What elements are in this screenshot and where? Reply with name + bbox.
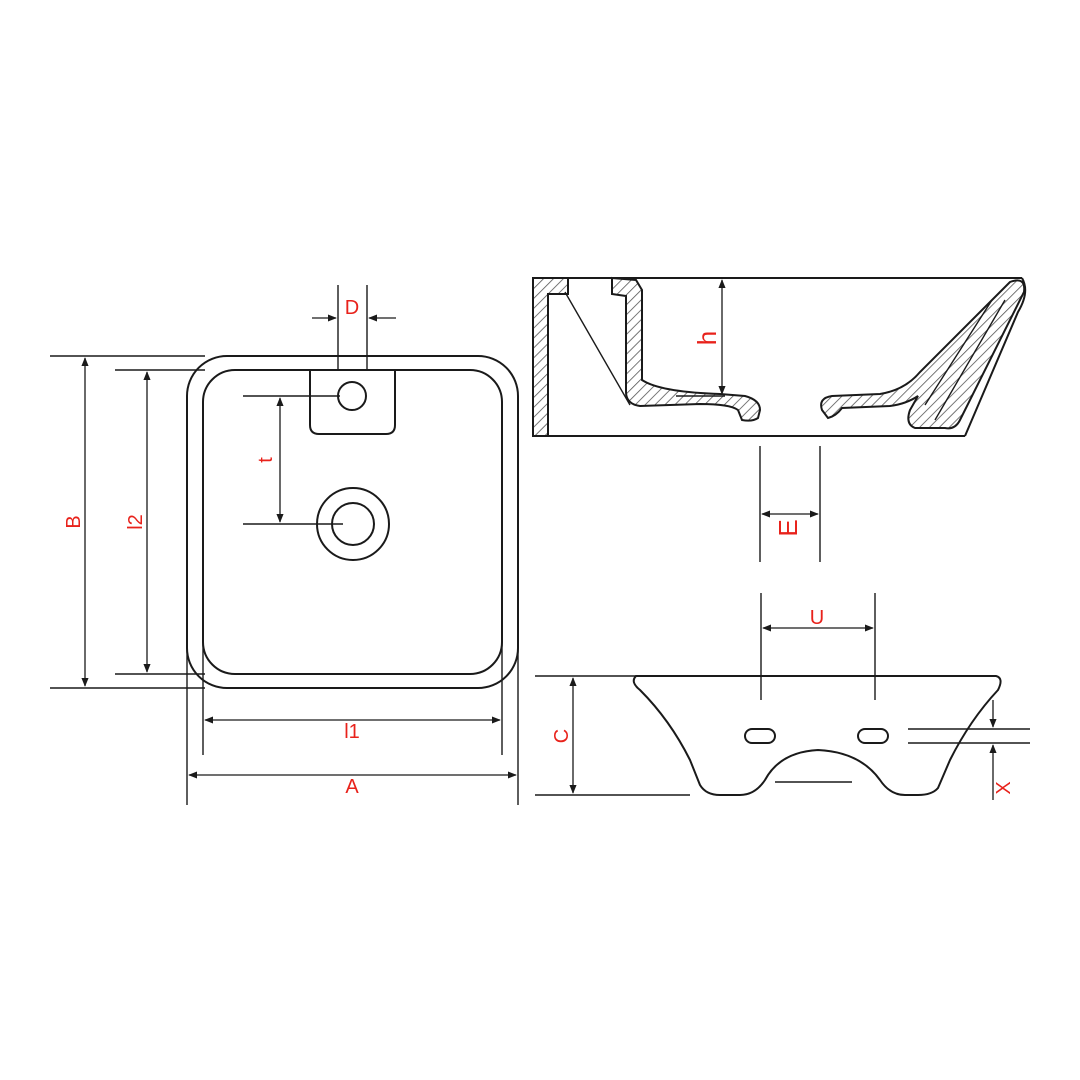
label-B: B — [63, 515, 85, 528]
label-t: t — [255, 457, 277, 463]
label-h: h — [692, 331, 722, 345]
label-D: D — [345, 297, 359, 319]
front-view-outline — [632, 675, 1002, 796]
front-view: U C X — [535, 593, 1030, 800]
section-view: h E — [532, 276, 1027, 562]
basin-outer-outline — [186, 355, 519, 689]
label-C: C — [551, 729, 573, 743]
section-inner-slope-right-2 — [934, 299, 1006, 421]
section-inner-slope-left — [564, 291, 631, 406]
section-outer-right-wall — [964, 277, 1027, 437]
overflow-slot-left — [744, 728, 776, 744]
section-overflow-channel — [611, 276, 762, 422]
label-X: X — [993, 781, 1015, 794]
section-left-wall-hatch — [532, 277, 569, 437]
label-A: A — [345, 776, 359, 798]
top-view: B l2 t l1 A D — [50, 285, 519, 805]
label-l1: l1 — [344, 721, 360, 743]
section-right-wall-hatch — [820, 279, 1026, 430]
label-U: U — [810, 607, 824, 629]
tap-deck — [309, 370, 396, 435]
overflow-slot-right — [857, 728, 889, 744]
label-E: E — [773, 519, 803, 536]
basin-inner-outline — [202, 369, 503, 675]
tap-hole — [337, 381, 367, 411]
section-inner-slope-right — [924, 299, 993, 406]
label-l2: l2 — [125, 514, 147, 530]
